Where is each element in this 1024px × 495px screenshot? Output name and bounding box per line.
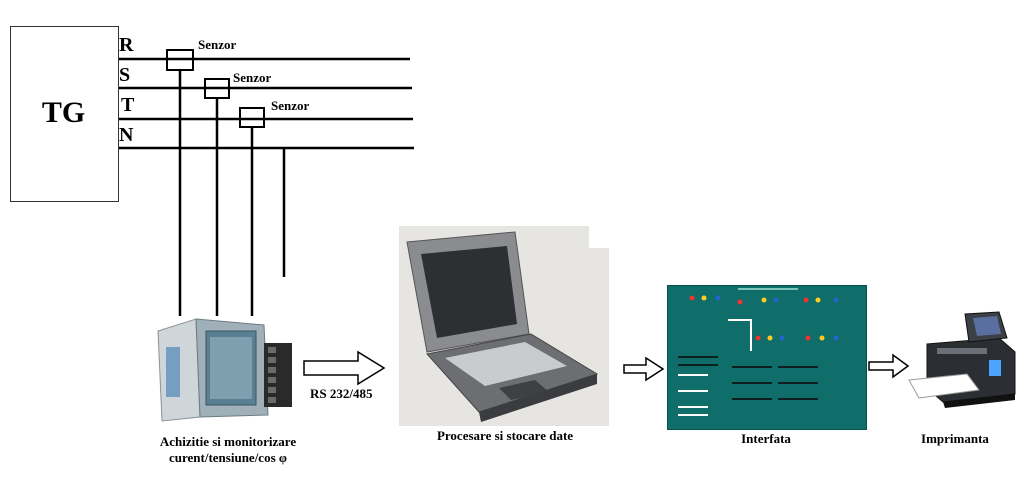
phase-label-t: T: [121, 94, 135, 116]
tg-box: [10, 26, 119, 202]
rs232-label: RS 232/485: [310, 386, 373, 401]
printer-image: [908, 311, 1016, 408]
interface-screen-content: [678, 288, 839, 416]
acquisition-device-image: [157, 318, 292, 422]
sensor-label-t: Senzor: [271, 98, 310, 113]
interface-screenshot: [667, 285, 867, 430]
caption-processing: Procesare si stocare date: [436, 428, 574, 443]
sensor-label-r: Senzor: [198, 37, 237, 52]
caption-interface: Interfata: [741, 431, 791, 446]
caption-printer: Imprimanta: [921, 431, 989, 446]
phase-label-r: R: [119, 34, 134, 56]
sensor-label-s: Senzor: [233, 70, 272, 85]
caption-acquisition-line2: curent/tensiune/cos φ: [168, 450, 287, 465]
arrow-to-printer: [868, 353, 910, 379]
caption-acquisition-line1: Achizitie si monitorizare: [159, 434, 297, 449]
phase-label-s: S: [119, 64, 131, 86]
arrow-to-interface: [623, 356, 665, 382]
arrow-rs232: [303, 350, 386, 386]
laptop-image: [399, 226, 609, 426]
phase-label-n: N: [119, 124, 134, 146]
sensor-box-t: [239, 107, 265, 128]
tg-label: TG: [41, 96, 86, 129]
